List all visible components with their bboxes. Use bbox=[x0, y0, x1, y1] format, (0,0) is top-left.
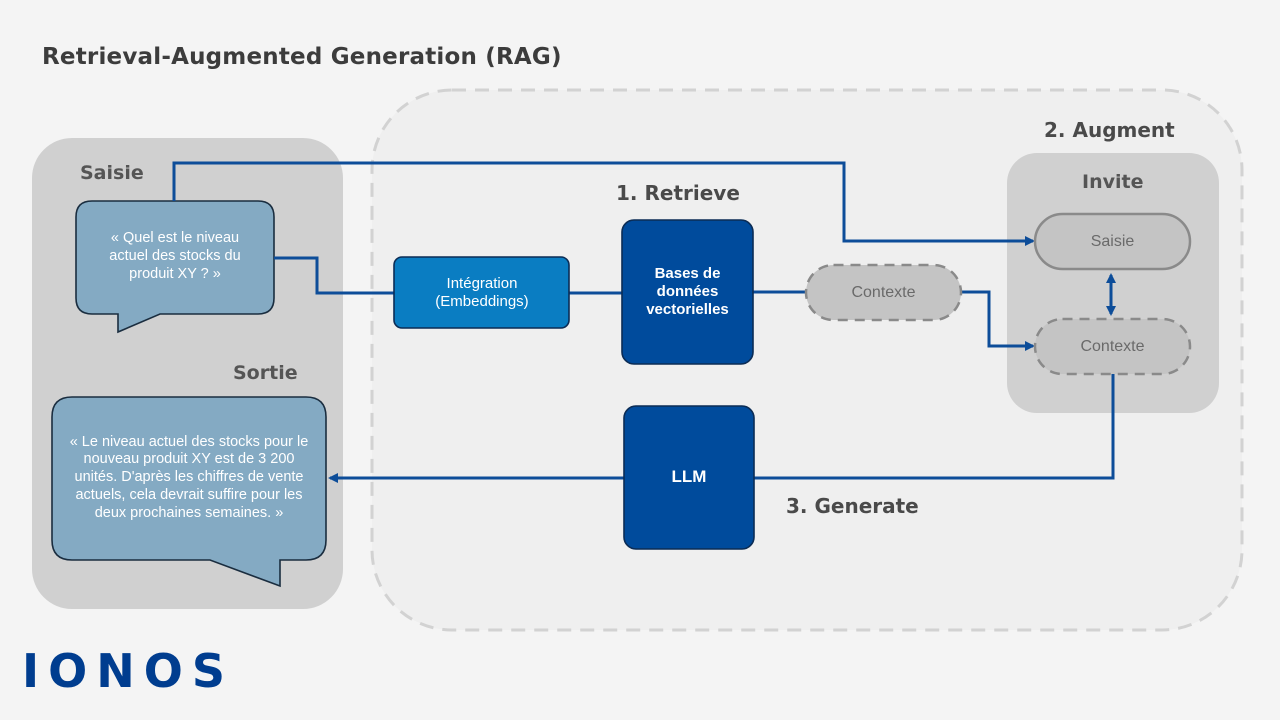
label-retrieve: 1. Retrieve bbox=[616, 181, 740, 205]
embedding-node-label: Intégration (Embeddings) bbox=[435, 274, 529, 310]
page-title: Retrieval-Augmented Generation (RAG) bbox=[42, 44, 562, 70]
prompt-context-pill bbox=[1033, 317, 1192, 376]
prompt-saisie-pill-label: Saisie bbox=[1090, 232, 1135, 250]
embedding-node bbox=[393, 256, 570, 329]
input-bubble-text: « Quel est le niveau actuel des stocks d… bbox=[109, 230, 241, 282]
label-augment: 2. Augment bbox=[1044, 118, 1175, 142]
vector-db-node bbox=[621, 219, 754, 365]
llm-node-label: LLM bbox=[671, 467, 707, 487]
label-invite: Invite bbox=[1082, 171, 1144, 193]
label-generate: 3. Generate bbox=[786, 494, 919, 518]
connector-input-to-prompt bbox=[172, 161, 1035, 246]
llm-node bbox=[623, 405, 755, 550]
ionos-logo: IONOS bbox=[22, 644, 234, 698]
prompt-saisie-pill bbox=[1033, 212, 1192, 271]
label-sortie: Sortie bbox=[233, 362, 298, 384]
context-pill-mid bbox=[804, 263, 963, 322]
connector-prompt-to-llm bbox=[754, 374, 1115, 480]
context-pill-mid-label: Contexte bbox=[851, 283, 916, 301]
label-saisie: Saisie bbox=[80, 162, 144, 184]
output-bubble bbox=[51, 396, 327, 588]
connector-context-to-prompt bbox=[961, 290, 1035, 351]
vector-db-node-label: Bases de données vectorielles bbox=[646, 264, 729, 319]
prompt-context-pill-label: Contexte bbox=[1080, 337, 1145, 355]
output-bubble-text: « Le niveau actuel des stocks pour le no… bbox=[69, 433, 309, 521]
input-bubble bbox=[75, 200, 275, 334]
connector-input-to-embedding bbox=[274, 256, 395, 295]
